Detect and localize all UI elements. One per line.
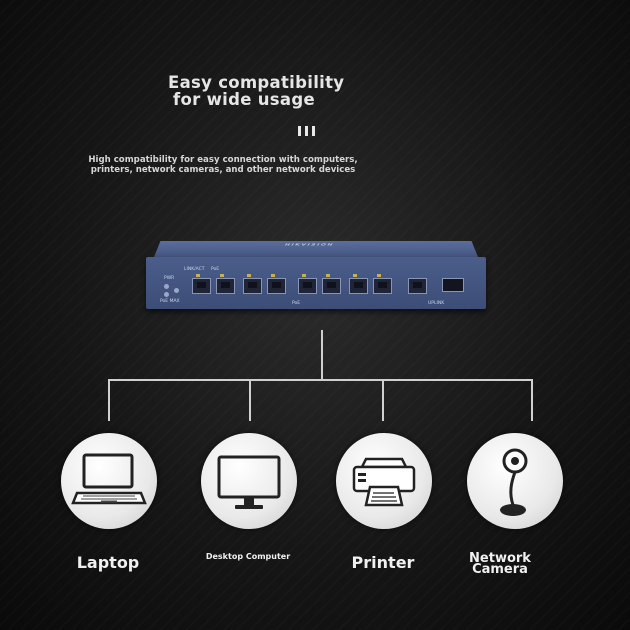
description: High compatibility for easy connection w… bbox=[68, 155, 378, 175]
headline-line-2: for wide usage bbox=[173, 90, 315, 109]
branch-line-printer bbox=[382, 379, 384, 421]
printer-circle bbox=[336, 433, 432, 529]
printer-icon bbox=[352, 457, 416, 507]
switch-top-panel bbox=[154, 241, 478, 257]
trunk-line bbox=[321, 330, 323, 380]
desktop-monitor-icon bbox=[217, 455, 281, 509]
headline-line-1: Easy compatibility bbox=[168, 73, 345, 92]
switch-front-panel: LINK/ACT PoE PWR PoE MAX PoE UPLINK bbox=[146, 257, 486, 309]
ethernet-port-1 bbox=[192, 278, 211, 294]
branch-line-camera bbox=[531, 379, 533, 421]
ethernet-port-8 bbox=[373, 278, 392, 294]
ethernet-port-6 bbox=[322, 278, 341, 294]
pwr-label: PWR bbox=[164, 276, 175, 281]
description-line-2: printers, network cameras, and other net… bbox=[90, 165, 356, 175]
poe-label: PoE bbox=[211, 267, 220, 272]
description-line-1: High compatibility for easy connection w… bbox=[88, 155, 358, 165]
power-led bbox=[164, 284, 169, 289]
poe-max-led bbox=[164, 292, 169, 297]
network-camera-label-line-2: Camera bbox=[472, 562, 528, 577]
sfp-port bbox=[442, 278, 464, 292]
network-camera-label: Network Camera bbox=[450, 551, 550, 577]
laptop-label: Laptop bbox=[76, 553, 140, 572]
ethernet-port-3 bbox=[243, 278, 262, 294]
headline: Easy compatibility for wide usage bbox=[168, 74, 344, 108]
network-camera-icon bbox=[500, 448, 528, 516]
ports-poe-label: PoE bbox=[292, 301, 301, 306]
uplink-label: UPLINK bbox=[428, 301, 445, 306]
link-act-label: LINK/ACT bbox=[184, 267, 205, 272]
desktop-circle bbox=[201, 433, 297, 529]
printer-label: Printer bbox=[351, 553, 415, 572]
ethernet-port-7 bbox=[349, 278, 368, 294]
desktop-computer-label: Desktop Computer bbox=[205, 552, 291, 561]
poe-max-label: PoE MAX bbox=[160, 299, 180, 304]
branch-line-desktop bbox=[249, 379, 251, 421]
uplink-port bbox=[408, 278, 427, 294]
ethernet-port-4 bbox=[267, 278, 286, 294]
ethernet-port-5 bbox=[298, 278, 317, 294]
network-switch: LINK/ACT PoE PWR PoE MAX PoE UPLINK bbox=[146, 241, 486, 311]
bus-line bbox=[108, 379, 533, 381]
network-camera-label-line-1: Network bbox=[469, 551, 531, 566]
brand-logo: HIKVISION bbox=[283, 243, 335, 247]
laptop-circle bbox=[61, 433, 157, 529]
decorative-bars bbox=[298, 121, 319, 140]
laptop-icon bbox=[71, 453, 147, 505]
camera-circle bbox=[467, 433, 563, 529]
branch-line-laptop bbox=[108, 379, 110, 421]
status-led bbox=[174, 288, 179, 293]
ethernet-port-2 bbox=[216, 278, 235, 294]
